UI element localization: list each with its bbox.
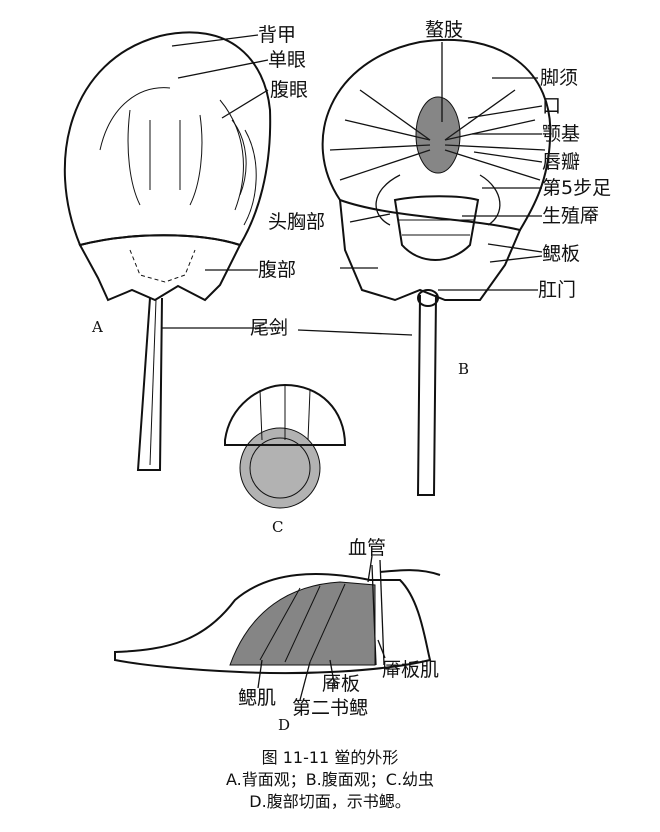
figure-caption-line-3: D.腹部切面，示书鳃。 [249, 792, 411, 811]
label-mouth: 口 [542, 95, 562, 117]
label-telson: 尾剑 [250, 317, 289, 339]
label-compound-eye: 腹眼 [270, 79, 309, 101]
panel-tag-d: D [278, 716, 291, 734]
ventral-view-drawing [321, 38, 552, 496]
label-gnathobase: 颚基 [542, 123, 581, 145]
label-cephalothorax: 头胸部 [268, 211, 326, 233]
label-genital-operculum: 生殖厣 [542, 205, 600, 227]
label-gill-plates: 鳃板 [542, 243, 581, 265]
figure-caption-line-2: A.背面观；B.腹面观；C.幼虫 [225, 770, 435, 789]
panel-tag-b: B [458, 360, 470, 378]
label-chilaria: 唇瓣 [542, 151, 581, 173]
label-operculum-plate: 厣板 [322, 673, 361, 695]
section-drawing [114, 559, 441, 675]
label-second-book-gill: 第二书鳃 [292, 697, 369, 719]
leader-lines [162, 34, 543, 701]
panel-tag-a: A [92, 318, 103, 336]
larva-drawing [224, 383, 347, 509]
label-anus: 肛门 [538, 279, 577, 301]
label-blood-vessel: 血管 [348, 537, 387, 559]
label-gill-muscle: 鳃肌 [238, 687, 277, 709]
panel-tag-c: C [272, 518, 284, 536]
figure-caption-title: 图 11-11 鲎的外形 [261, 748, 399, 767]
label-pedipalp: 脚须 [540, 67, 579, 89]
label-abdomen: 腹部 [258, 259, 297, 281]
label-median-eye: 单眼 [268, 49, 307, 71]
dorsal-view-drawing [63, 31, 272, 471]
label-fifth-walking-leg: 第5步足 [542, 177, 612, 199]
label-chelicerae: 螯肢 [425, 19, 464, 41]
label-operculum-muscle: 厣板肌 [382, 659, 440, 681]
label-dorsal-carapace: 背甲 [258, 24, 297, 46]
